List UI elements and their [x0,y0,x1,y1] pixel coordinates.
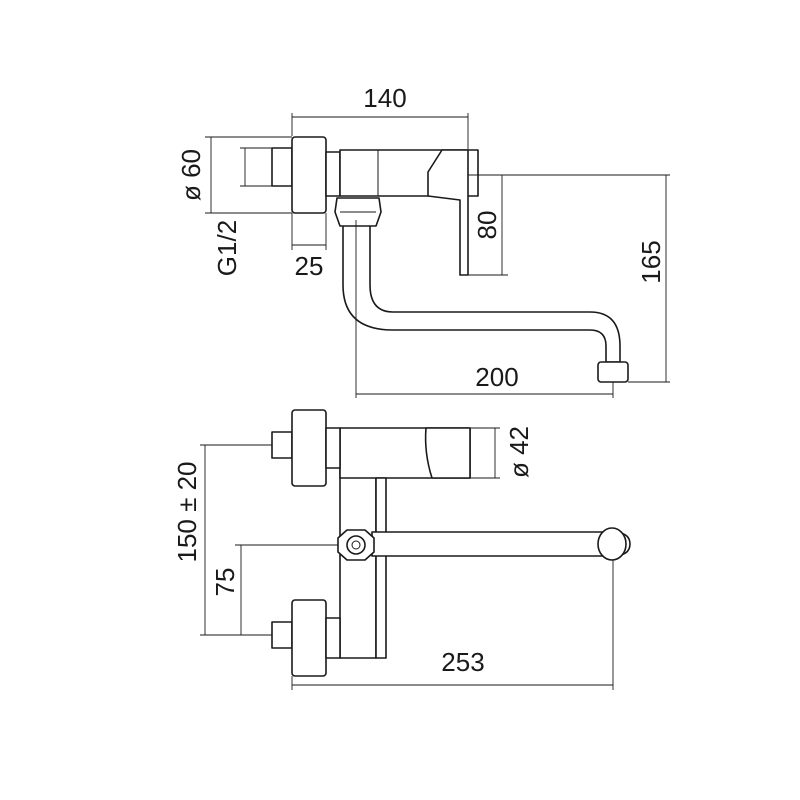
dim-165-label: 165 [636,240,666,283]
lever-handle [427,149,469,276]
dim-depth-25: 25 [291,213,327,281]
flange-nut [325,151,341,197]
dim-25-label: 25 [295,251,324,281]
dim-thread-label: G1/2 [212,220,242,276]
dim-width-140: 140 [291,83,469,149]
lower-flange [291,599,327,677]
dim-reach-200: 200 [355,220,614,398]
dim-253-label: 253 [441,647,484,677]
body-column-inner [375,477,387,659]
lower-eccentric [271,621,293,649]
dim-height-165: 165 [470,174,670,383]
cartridge-cap [424,427,471,479]
top-view: 140 ø 60 G1/2 25 80 [176,83,670,398]
dim-centers-150: 150 ± 20 [172,444,272,636]
dim-half-75: 75 [210,544,338,636]
dim-thread-g12: G1/2 [212,147,272,276]
dim-140-label: 140 [363,83,406,113]
dim-lever-80: 80 [468,174,508,276]
spout-aerator [597,361,629,383]
dim-75-label: 75 [210,568,240,597]
dim-diameter-60: ø 60 [176,136,292,214]
dim-200-label: 200 [475,362,518,392]
dim-150-label: 150 ± 20 [172,461,202,562]
upper-wall-connection [271,409,341,487]
dim-diameter-60-label: ø 60 [176,149,206,201]
dim-diameter-42-label: ø 42 [504,426,534,478]
eccentric-fitting [271,147,293,187]
upper-nut [325,427,341,469]
dim-80-label: 80 [472,211,502,240]
spout-tip [597,527,627,561]
dim-diameter-42: ø 42 [470,426,534,479]
dim-width-253: 253 [291,560,614,690]
upper-flange [291,409,327,487]
front-view: ø 42 150 ± 20 75 253 [172,409,631,690]
upper-eccentric [271,431,293,459]
lower-wall-connection [271,599,341,677]
spout-arm [371,531,631,557]
lower-nut [325,617,341,659]
wall-flange [291,136,327,214]
